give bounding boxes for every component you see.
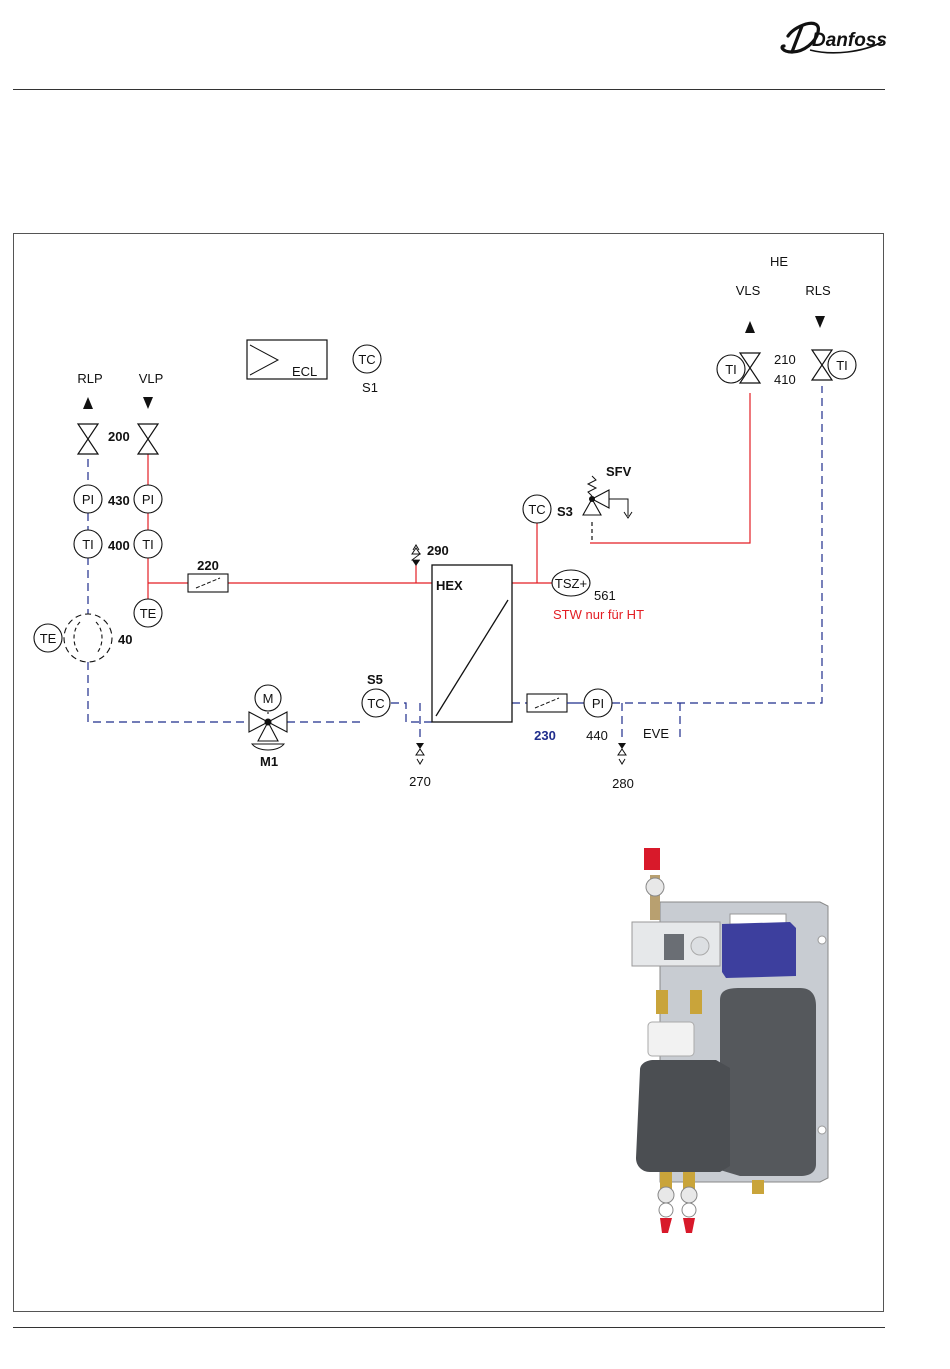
drain-280: 280 [612, 743, 634, 791]
s1-label: S1 [362, 380, 378, 395]
svg-text:TE: TE [40, 631, 57, 646]
vls-label: VLS [736, 283, 761, 298]
v270-label: 270 [409, 774, 431, 789]
s5-label: S5 [367, 672, 383, 687]
eve-label: EVE [643, 726, 669, 741]
sfv-label: SFV [606, 464, 632, 479]
hex-label: HEX [436, 578, 463, 593]
v400-label: 400 [108, 538, 130, 553]
vent-290: 290 [412, 543, 449, 566]
te-return: TE [34, 624, 62, 652]
v210-label: 210 [774, 352, 796, 367]
v280-label: 280 [612, 776, 634, 791]
v440-label: 440 [586, 728, 608, 743]
svg-text:TI: TI [142, 537, 154, 552]
ecl-controller: ECL [247, 340, 327, 379]
tc-s5-sensor: TC S5 [362, 672, 390, 717]
svg-text:TI: TI [725, 362, 737, 377]
pi-430-supply: PI [134, 485, 162, 513]
v220-label: 220 [197, 558, 219, 573]
svg-text:PI: PI [592, 696, 604, 711]
safety-valve-sfv: SFV [583, 464, 632, 518]
v410-label: 410 [774, 372, 796, 387]
svg-text:TI: TI [82, 537, 94, 552]
valve-200-supply [138, 424, 158, 454]
motor-valve-m1: M M1 [249, 685, 287, 769]
heat-meter-40: 40 [64, 614, 132, 662]
te-supply: TE [134, 599, 162, 627]
v200-label: 200 [108, 429, 130, 444]
pi-440: PI 440 [584, 689, 612, 743]
ti-410-return: TI [828, 351, 856, 379]
v290-label: 290 [427, 543, 449, 558]
vls-arrow-up-icon [745, 321, 755, 333]
strainer-230: 230 [527, 694, 584, 743]
tc-s3-sensor: TC S3 [523, 495, 573, 523]
vlp-arrow-down-icon [143, 397, 153, 409]
valve-200-return [78, 424, 98, 454]
v430-label: 430 [108, 493, 130, 508]
rlp-label: RLP [77, 371, 102, 386]
s3-label: S3 [557, 504, 573, 519]
svg-text:TC: TC [367, 696, 384, 711]
svg-text:TI: TI [836, 358, 848, 373]
rls-label: RLS [805, 283, 831, 298]
v561-label: 561 [594, 588, 616, 603]
heat-exchanger: HEX [432, 565, 512, 722]
he-label: HE [770, 254, 788, 269]
v40-label: 40 [118, 632, 132, 647]
ti-410-supply: TI [717, 355, 745, 383]
product-unit-illustration [632, 848, 828, 1233]
ecl-label: ECL [292, 364, 317, 379]
strainer-220: 220 [188, 558, 228, 592]
rls-arrow-down-icon [815, 316, 825, 328]
svg-text:TE: TE [140, 606, 157, 621]
pi-430-return: PI [74, 485, 102, 513]
tc-s1-label: TC [358, 352, 375, 367]
svg-text:TSZ+: TSZ+ [555, 576, 587, 591]
stw-note: STW nur für HT [553, 607, 644, 622]
svg-text:TC: TC [528, 502, 545, 517]
drain-270: 270 [409, 743, 431, 789]
tc-s1-sensor: TC S1 [353, 345, 381, 395]
m1-label: M1 [260, 754, 278, 769]
svg-text:PI: PI [142, 492, 154, 507]
svg-text:M: M [263, 691, 274, 706]
v230-label: 230 [534, 728, 556, 743]
rlp-arrow-up-icon [83, 397, 93, 409]
svg-text:PI: PI [82, 492, 94, 507]
vlp-label: VLP [139, 371, 164, 386]
ti-400-return: TI [74, 530, 102, 558]
tsz-safety-limiter: TSZ+ 561 STW nur für HT [552, 570, 644, 622]
ti-400-supply: TI [134, 530, 162, 558]
